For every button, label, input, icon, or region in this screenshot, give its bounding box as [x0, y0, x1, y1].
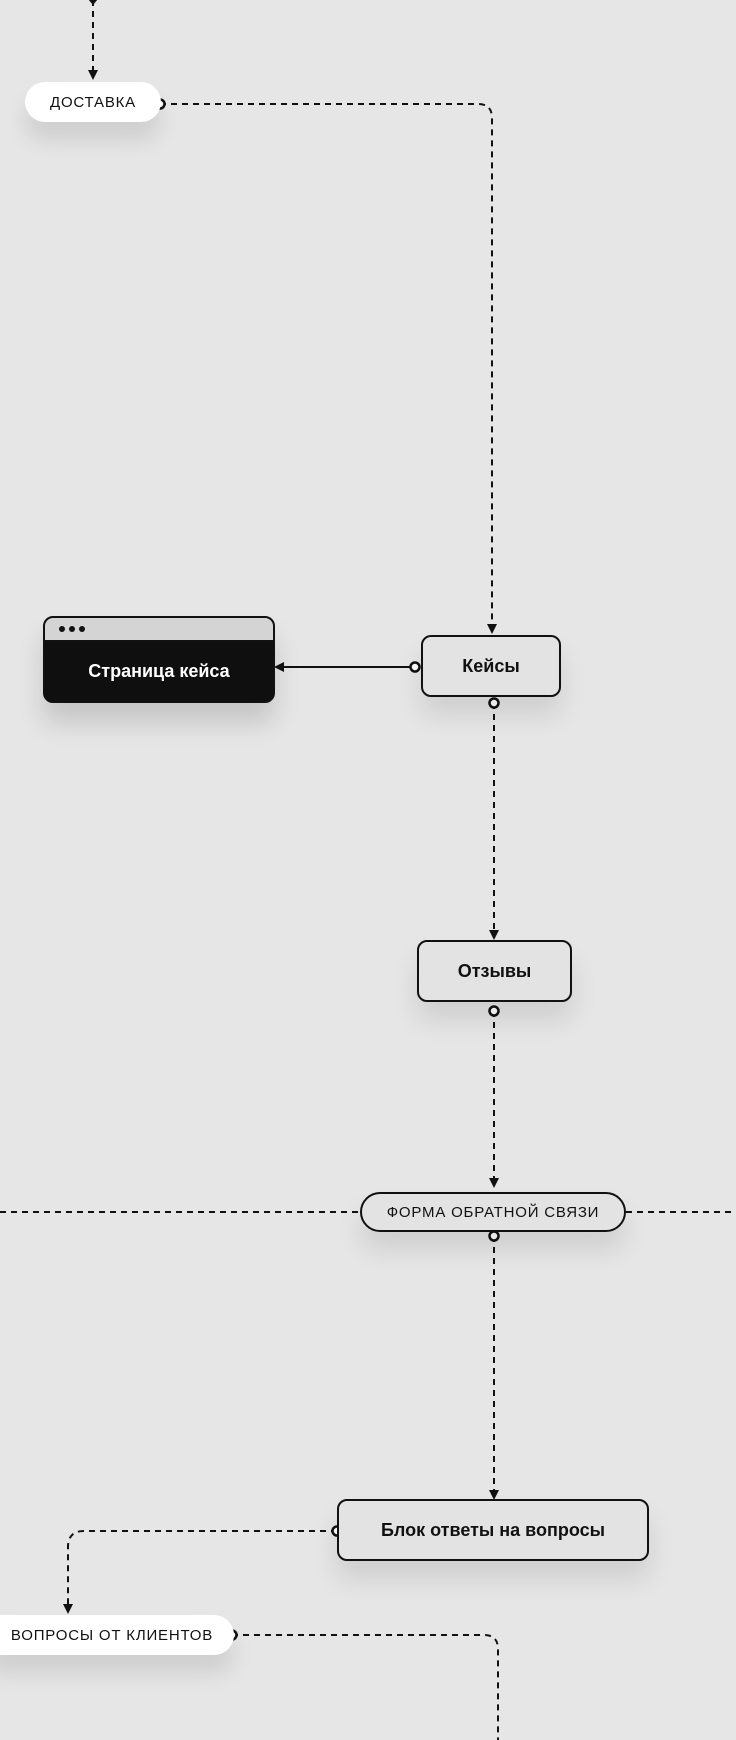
arrowhead-icon [88, 0, 98, 5]
node-client-questions[interactable]: ВОПРОСЫ ОТ КЛИЕНТОВ [0, 1615, 234, 1655]
node-cases-label: Кейсы [462, 655, 520, 676]
connector-client-questions-down [232, 1634, 499, 1740]
node-feedback-form[interactable]: ФОРМА ОБРАТНОЙ СВЯЗИ [360, 1192, 626, 1232]
three-dots-icon [45, 618, 273, 642]
node-delivery[interactable]: ДОСТАВКА [25, 82, 161, 122]
node-reviews[interactable]: Отзывы [417, 940, 572, 1002]
window-dot [79, 626, 85, 632]
connector-delivery-to-cases [160, 103, 497, 634]
ring-connector-icon [409, 661, 421, 673]
node-case-page-label: Страница кейса [88, 661, 230, 681]
window-dot [59, 626, 65, 632]
node-faq-block-label: Блок ответы на вопросы [380, 1519, 605, 1540]
node-reviews-label: Отзывы [457, 960, 532, 981]
node-client-questions-label: ВОПРОСЫ ОТ КЛИЕНТОВ [10, 1626, 214, 1644]
node-case-page[interactable]: Страница кейса [43, 616, 275, 703]
ring-connector-icon [488, 697, 500, 709]
ring-connector-icon [488, 1005, 500, 1017]
connector-faq-to-client-questions [63, 1530, 337, 1614]
node-faq-block[interactable]: Блок ответы на вопросы [337, 1499, 649, 1561]
ring-connector-icon [488, 1230, 500, 1242]
node-feedback-form-label: ФОРМА ОБРАТНОЙ СВЯЗИ [386, 1203, 600, 1221]
node-cases[interactable]: Кейсы [421, 635, 561, 697]
window-dot [69, 626, 75, 632]
node-delivery-label: ДОСТАВКА [50, 93, 136, 111]
